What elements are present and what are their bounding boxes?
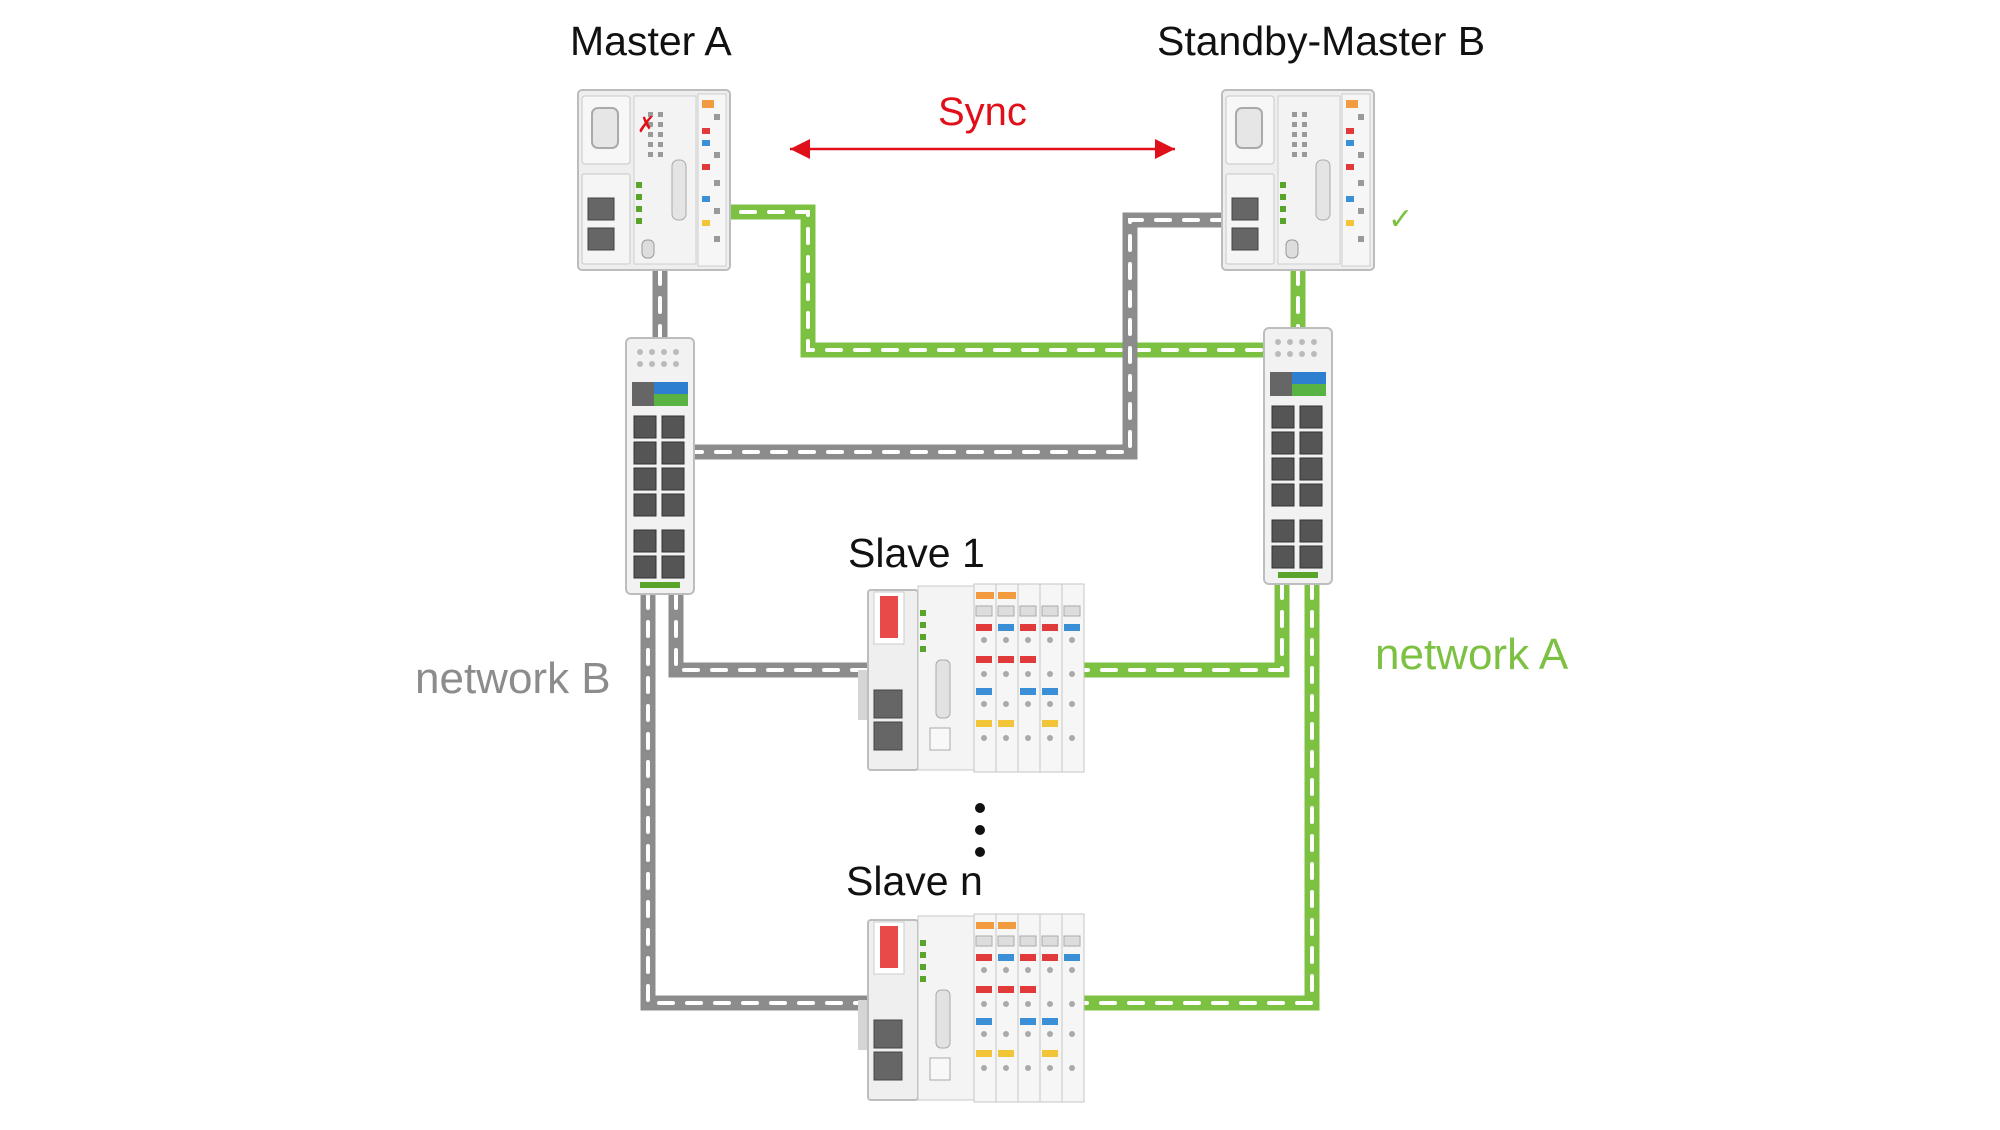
switch-left	[625, 337, 695, 595]
cable-layer	[640, 204, 1320, 1011]
network-b-cable-switch-left-to-slave-n	[640, 592, 874, 1011]
master-a-failure-icon: ✗	[637, 113, 655, 138]
network-b-cable-switch-left-to-slave-1	[668, 592, 874, 678]
master-a-controller	[577, 89, 731, 271]
slave-n-io-node	[858, 913, 1085, 1103]
vertical-ellipsis-icon	[975, 803, 985, 857]
network-b-label: network B	[415, 654, 611, 703]
slave-n-label: Slave n	[846, 858, 983, 904]
standby-master-b-label: Standby-Master B	[1157, 18, 1486, 64]
network-a-cable-switch-right-to-slave-1	[1076, 582, 1290, 678]
network-a-cable-switch-right-to-slave-n	[1076, 582, 1320, 1011]
sync-label: Sync	[938, 90, 1027, 134]
network-b-cable-master-b-to-switch-left	[692, 212, 1228, 460]
switch-right	[1263, 327, 1333, 585]
check-mark-icon: ✓	[1388, 202, 1413, 237]
slave-1-label: Slave 1	[848, 530, 985, 576]
standby-master-b-controller	[1221, 89, 1375, 271]
master-a-label: Master A	[570, 18, 732, 64]
slave-1-io-node	[858, 583, 1085, 773]
network-a-cable-master-a-to-switch-right	[711, 204, 1270, 358]
network-a-label: network A	[1375, 630, 1569, 679]
